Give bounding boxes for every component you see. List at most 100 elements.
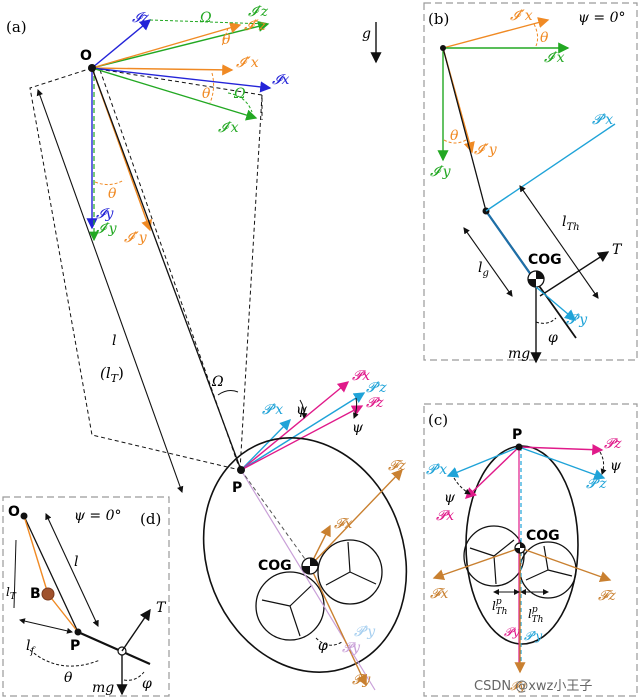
panel-a-label: (a) bbox=[6, 18, 27, 36]
projection-line-right bbox=[239, 94, 263, 471]
frame-x-label: 𝓕x bbox=[334, 516, 352, 532]
d-theta-arc bbox=[29, 649, 101, 667]
b-inertial-double-x-label: 𝓘″x bbox=[510, 8, 533, 24]
omega-top-label: Ω bbox=[199, 10, 212, 26]
inertial-double-y-label: 𝓘″y bbox=[124, 230, 148, 246]
propeller-left-blades bbox=[261, 584, 313, 637]
cog-dashed-line bbox=[240, 469, 311, 567]
theta-down-arc bbox=[94, 179, 125, 186]
c-frame-x-axis bbox=[432, 547, 521, 581]
panel-c: (c) 𝓟y 𝓟′y 𝓕y 𝓕x 𝓕z 𝓟′x 𝓟x 𝓟z 𝓟′z ψ ψ lp… bbox=[423, 403, 638, 697]
b-rod-to-cog bbox=[485, 210, 537, 283]
c-cog-label: COG bbox=[526, 528, 560, 544]
b-phi-label: φ bbox=[548, 330, 558, 346]
d-pivot-point bbox=[74, 628, 82, 636]
panel-b: (b) ψ = 0° 𝓘″x 𝓘′x θ 𝓘′y 𝓘″y θ 𝓟′x lTh l… bbox=[423, 2, 638, 364]
d-mg-label: mg bbox=[92, 680, 114, 696]
platform-prime-z-label: 𝓟′z bbox=[366, 380, 387, 396]
cog-label: COG bbox=[258, 558, 292, 574]
b-theta-arc-2 bbox=[443, 139, 467, 144]
c-platform-x-axis bbox=[464, 446, 520, 499]
panel-c-label: (c) bbox=[428, 411, 448, 429]
b-lth-label: lTh bbox=[562, 214, 580, 233]
length-lt-label: (lT) bbox=[100, 364, 124, 385]
phi-arc bbox=[315, 637, 343, 646]
inertial-double-x-label: 𝓘″x bbox=[236, 55, 259, 71]
d-length-lt-label: lT bbox=[6, 585, 17, 602]
b-platform-prime-y-label: 𝓟′y bbox=[566, 312, 588, 328]
omega-right-label: Ω bbox=[233, 86, 246, 102]
omega-arc-lower bbox=[217, 390, 239, 396]
c-psi-label-1: ψ bbox=[610, 458, 622, 474]
d-rod bbox=[23, 515, 79, 633]
b-platform-prime-y-axis bbox=[535, 286, 577, 321]
length-l-label: l bbox=[112, 333, 116, 349]
omega-right-arc bbox=[227, 92, 253, 113]
inertial-z-axis bbox=[91, 19, 152, 69]
inertial-prime-x-axis bbox=[91, 67, 258, 121]
c-platform-z-axis bbox=[518, 444, 604, 456]
d-theta-label: θ bbox=[64, 670, 73, 686]
b-theta-arc-1 bbox=[533, 23, 539, 47]
projection-frame-left bbox=[29, 67, 241, 471]
d-phi-arc bbox=[123, 671, 145, 681]
b-platform-prime-x-label: 𝓟′x bbox=[592, 112, 613, 128]
platform-prime-y-label: 𝓟′y bbox=[354, 624, 376, 640]
b-inertial-double-y-label: 𝓘″y bbox=[474, 142, 498, 158]
panel-d-label: (d) bbox=[140, 510, 161, 528]
projection-frame-top bbox=[91, 67, 263, 120]
pendulum-rod bbox=[91, 67, 242, 471]
c-propeller-right-blades bbox=[525, 545, 573, 581]
b-inertial-double-x-axis bbox=[442, 17, 550, 49]
pivot-point bbox=[237, 466, 245, 474]
d-origin-point bbox=[20, 512, 28, 520]
cog-marker-quadrants bbox=[302, 558, 318, 574]
b-thrust-label: T bbox=[612, 242, 623, 258]
b-inertial-prime-y-label: 𝓘′y bbox=[430, 164, 452, 180]
vehicle-body bbox=[202, 437, 408, 673]
b-platform-prime-x-axis bbox=[485, 123, 616, 212]
d-length-l-label: l bbox=[74, 554, 78, 570]
c-platform-y-label: 𝓟y bbox=[504, 625, 520, 639]
platform-x-axis bbox=[240, 381, 350, 471]
inertial-y-label: 𝓘y bbox=[96, 206, 114, 222]
platform-prime-x-axis bbox=[240, 419, 291, 471]
c-psi-arc-1 bbox=[599, 451, 607, 475]
d-thrust-label: T bbox=[156, 600, 167, 616]
c-platform-x-label: 𝓟x bbox=[436, 508, 454, 524]
c-platform-prime-z-axis bbox=[518, 446, 606, 480]
c-frame-z-axis bbox=[519, 547, 612, 582]
theta-top-guide bbox=[221, 27, 229, 47]
theta-right-arc bbox=[209, 72, 215, 104]
phi-label: φ bbox=[318, 638, 328, 654]
c-frame-x-label: 𝓕x bbox=[430, 586, 448, 602]
d-thrust-arrow bbox=[121, 608, 151, 652]
b-theta-label-2: θ bbox=[450, 128, 459, 144]
frame-z-axis bbox=[309, 468, 403, 567]
c-frame-z-label: 𝓕z bbox=[598, 588, 616, 604]
theta-right-label: θ bbox=[202, 86, 211, 102]
propeller-right-blades bbox=[325, 541, 377, 586]
d-length-l-arrow bbox=[45, 513, 99, 627]
c-platform-prime-x-label: 𝓟′x bbox=[426, 462, 447, 478]
d-length-lt-line bbox=[13, 539, 17, 609]
c-platform-prime-z-label: 𝓟′z bbox=[586, 476, 607, 492]
c-psi-arc-2 bbox=[453, 477, 471, 495]
panel-d-psi-eq: ψ = 0° bbox=[74, 508, 122, 524]
length-l-arrow bbox=[36, 88, 184, 494]
c-psi-label-2: ψ bbox=[444, 490, 456, 506]
watermark: CSDN @xwz小王子 bbox=[474, 679, 592, 694]
inertial-double-x-axis bbox=[91, 64, 234, 76]
theta-down-label: θ bbox=[108, 186, 117, 202]
frame-y-axis bbox=[309, 565, 367, 687]
c-pivot-point bbox=[515, 443, 523, 451]
psi-label-1: ψ bbox=[296, 402, 308, 418]
b-lg-arrow bbox=[463, 227, 513, 297]
platform-x-label: 𝓟x bbox=[352, 368, 370, 384]
b-cog-quadrants bbox=[528, 271, 544, 287]
b-lth-arrow bbox=[519, 185, 599, 299]
c-pivot-label: P bbox=[512, 427, 522, 443]
d-platform-bar bbox=[77, 630, 151, 666]
